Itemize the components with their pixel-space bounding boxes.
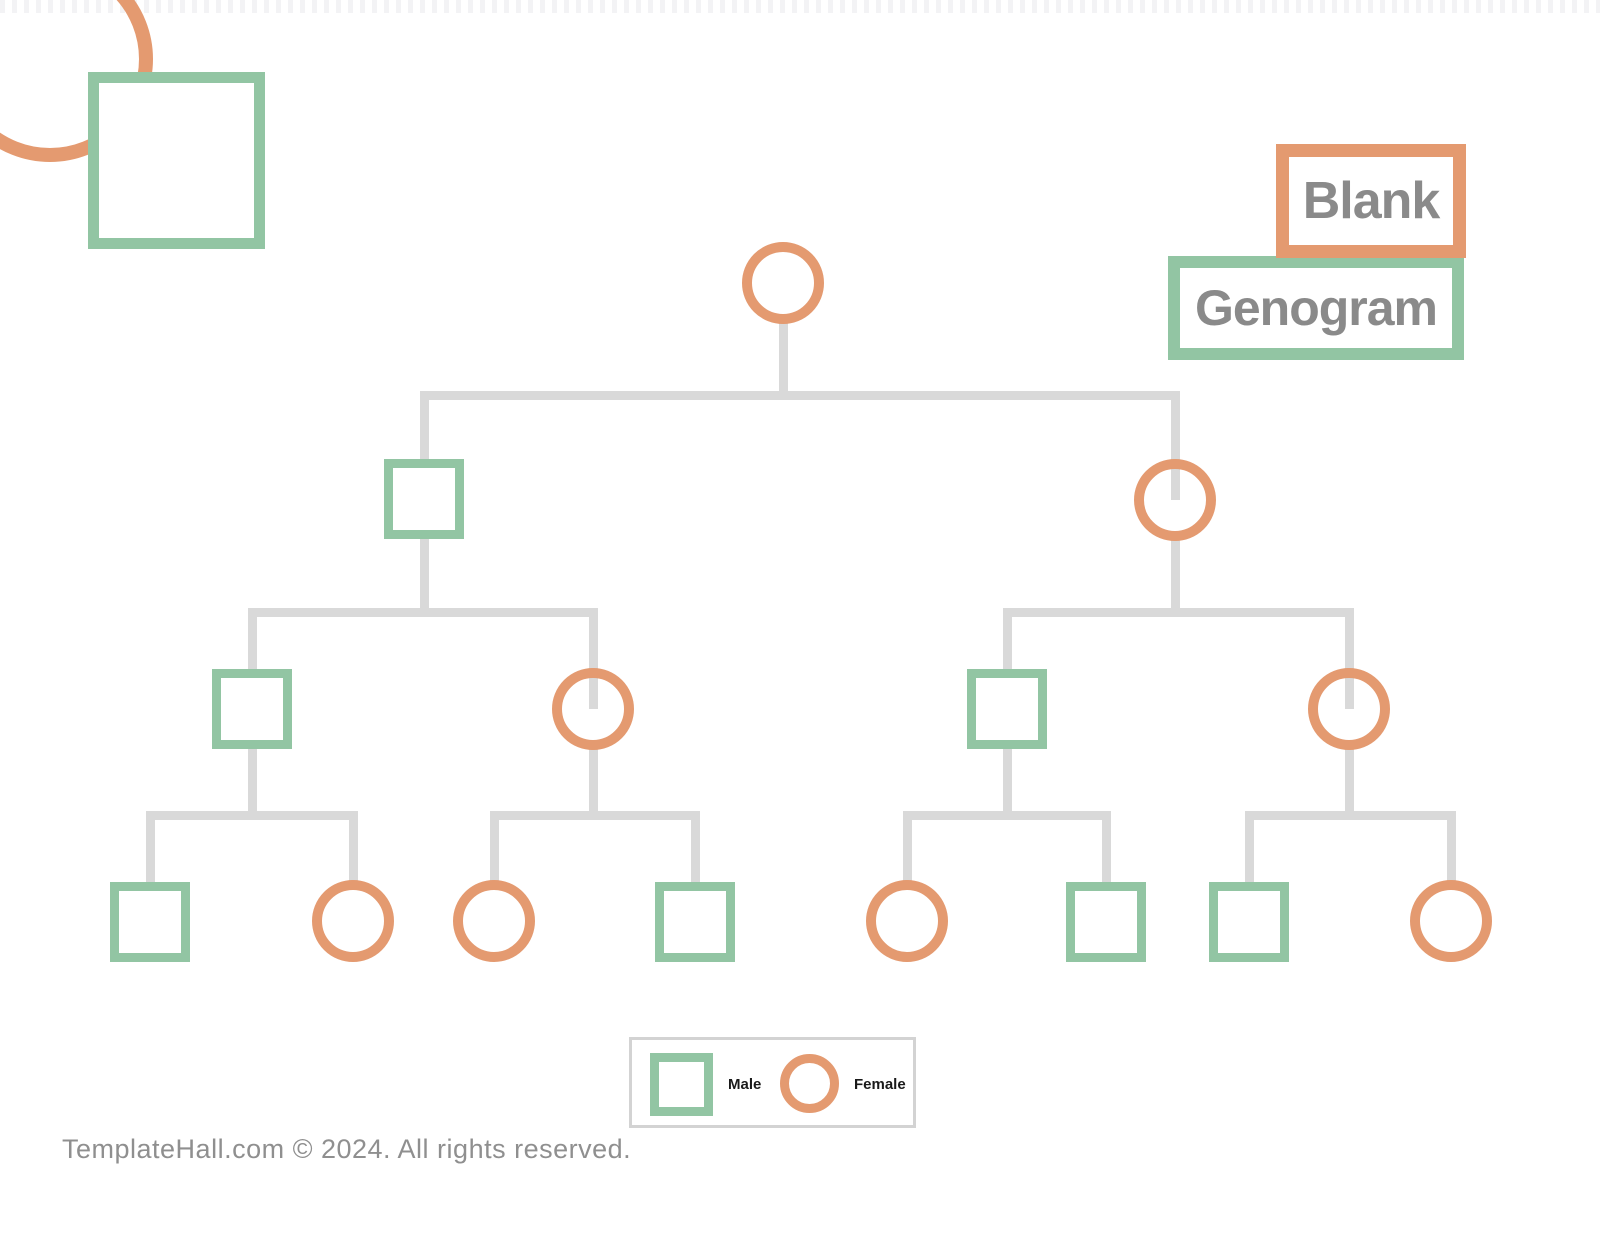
connector-drop-leaf-7 (1245, 815, 1254, 886)
top-perforation-edge (0, 0, 1600, 13)
connector-drop-gen2-right (1171, 395, 1180, 500)
node-g4-7-male (1209, 882, 1289, 962)
node-g2-2-female (1134, 459, 1216, 541)
legend-male-label: Male (728, 1076, 762, 1093)
connector-stem-gen2-left (420, 537, 429, 617)
node-g3-3-male (967, 669, 1047, 749)
legend-male-square-icon (650, 1053, 713, 1116)
connector-drop-leaf-5 (903, 815, 912, 886)
node-g4-5-female (866, 880, 948, 962)
node-g4-2-female (312, 880, 394, 962)
connector-stem-gen3-1 (248, 747, 257, 820)
legend-female-circle-icon (780, 1054, 839, 1113)
connector-drop-leaf-3 (490, 815, 499, 886)
title-blank-box: Blank (1276, 144, 1466, 258)
node-g2-1-male (384, 459, 464, 539)
connector-gen4-horizontal-3 (903, 811, 1111, 820)
title-genogram-text: Genogram (1194, 280, 1438, 336)
connector-gen4-horizontal-4 (1245, 811, 1456, 820)
connector-gen4-horizontal-1 (146, 811, 358, 820)
node-g4-6-male (1066, 882, 1146, 962)
node-g1-1-female (742, 242, 824, 324)
legend-female-label: Female (854, 1076, 906, 1093)
connector-gen3-left-horizontal (248, 608, 598, 617)
corner-decor-male-square (88, 72, 265, 249)
connector-drop-leaf-1 (146, 815, 155, 886)
connector-gen2-horizontal (420, 391, 1180, 400)
node-g4-3-female (453, 880, 535, 962)
connector-drop-leaf-6 (1102, 815, 1111, 886)
connector-drop-leaf-8 (1447, 815, 1456, 886)
connector-stem-gen3-4 (1345, 747, 1354, 820)
connector-stem-gen2-right (1171, 538, 1180, 617)
node-g3-2-female (552, 668, 634, 750)
connector-drop-gen3-4 (1345, 612, 1354, 709)
title-blank-text: Blank (1302, 172, 1441, 230)
node-g3-4-female (1308, 668, 1390, 750)
connector-root-stem (779, 320, 788, 395)
node-g4-4-male (655, 882, 735, 962)
footer-copyright: TemplateHall.com © 2024. All rights rese… (62, 1134, 632, 1164)
legend-box: Male Female (629, 1037, 916, 1128)
node-g4-1-male (110, 882, 190, 962)
connector-drop-leaf-4 (691, 815, 700, 886)
connector-drop-gen3-1 (248, 612, 257, 672)
connector-drop-gen3-2 (589, 612, 598, 709)
connector-drop-gen3-3 (1003, 612, 1012, 672)
connector-stem-gen3-2 (589, 747, 598, 820)
connector-drop-gen2-left (420, 395, 429, 463)
connector-drop-leaf-2 (349, 815, 358, 886)
connector-gen4-horizontal-2 (490, 811, 700, 820)
connector-stem-gen3-3 (1003, 747, 1012, 820)
node-g3-1-male (212, 669, 292, 749)
connector-gen3-right-horizontal (1003, 608, 1354, 617)
title-genogram-box: Genogram (1168, 256, 1464, 360)
node-g4-8-female (1410, 880, 1492, 962)
